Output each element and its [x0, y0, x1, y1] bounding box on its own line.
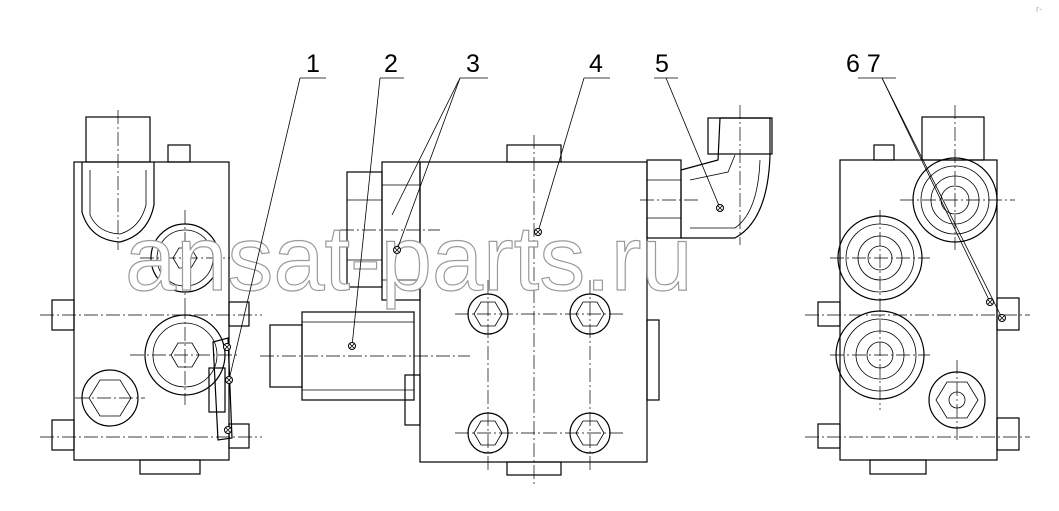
front-view	[260, 105, 773, 485]
callout-6-7: 6 7	[846, 50, 881, 78]
corner-mark: r-	[1036, 4, 1042, 14]
left-side-view	[40, 110, 262, 475]
watermark-text: ansat-parts.ru	[125, 208, 693, 310]
callout-3: 3	[466, 50, 480, 78]
callout-1: 1	[306, 50, 320, 78]
leader-lines	[228, 77, 1003, 381]
callout-2: 2	[384, 50, 398, 78]
right-side-view	[805, 105, 1030, 475]
callout-5: 5	[655, 50, 669, 78]
callout-markers	[223, 204, 1006, 434]
callout-4: 4	[589, 50, 603, 78]
